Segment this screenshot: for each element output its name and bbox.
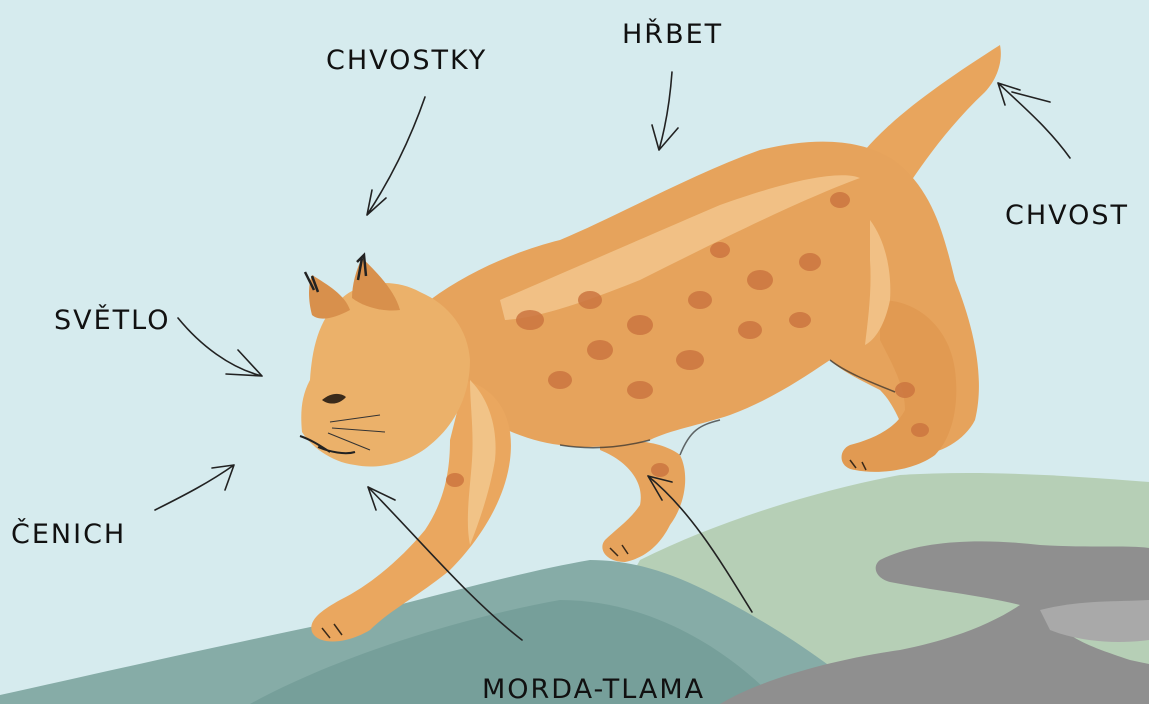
label-cenich: ČENICH (11, 521, 126, 548)
label-hrbet: HŘBET (622, 21, 723, 48)
label-svetlo: SVĚTLO (54, 307, 171, 334)
label-morda-tlama: MORDA-TLAMA (482, 676, 705, 703)
label-chvostky: CHVOSTKY (326, 47, 487, 74)
label-chvost: CHVOST (1005, 202, 1129, 229)
